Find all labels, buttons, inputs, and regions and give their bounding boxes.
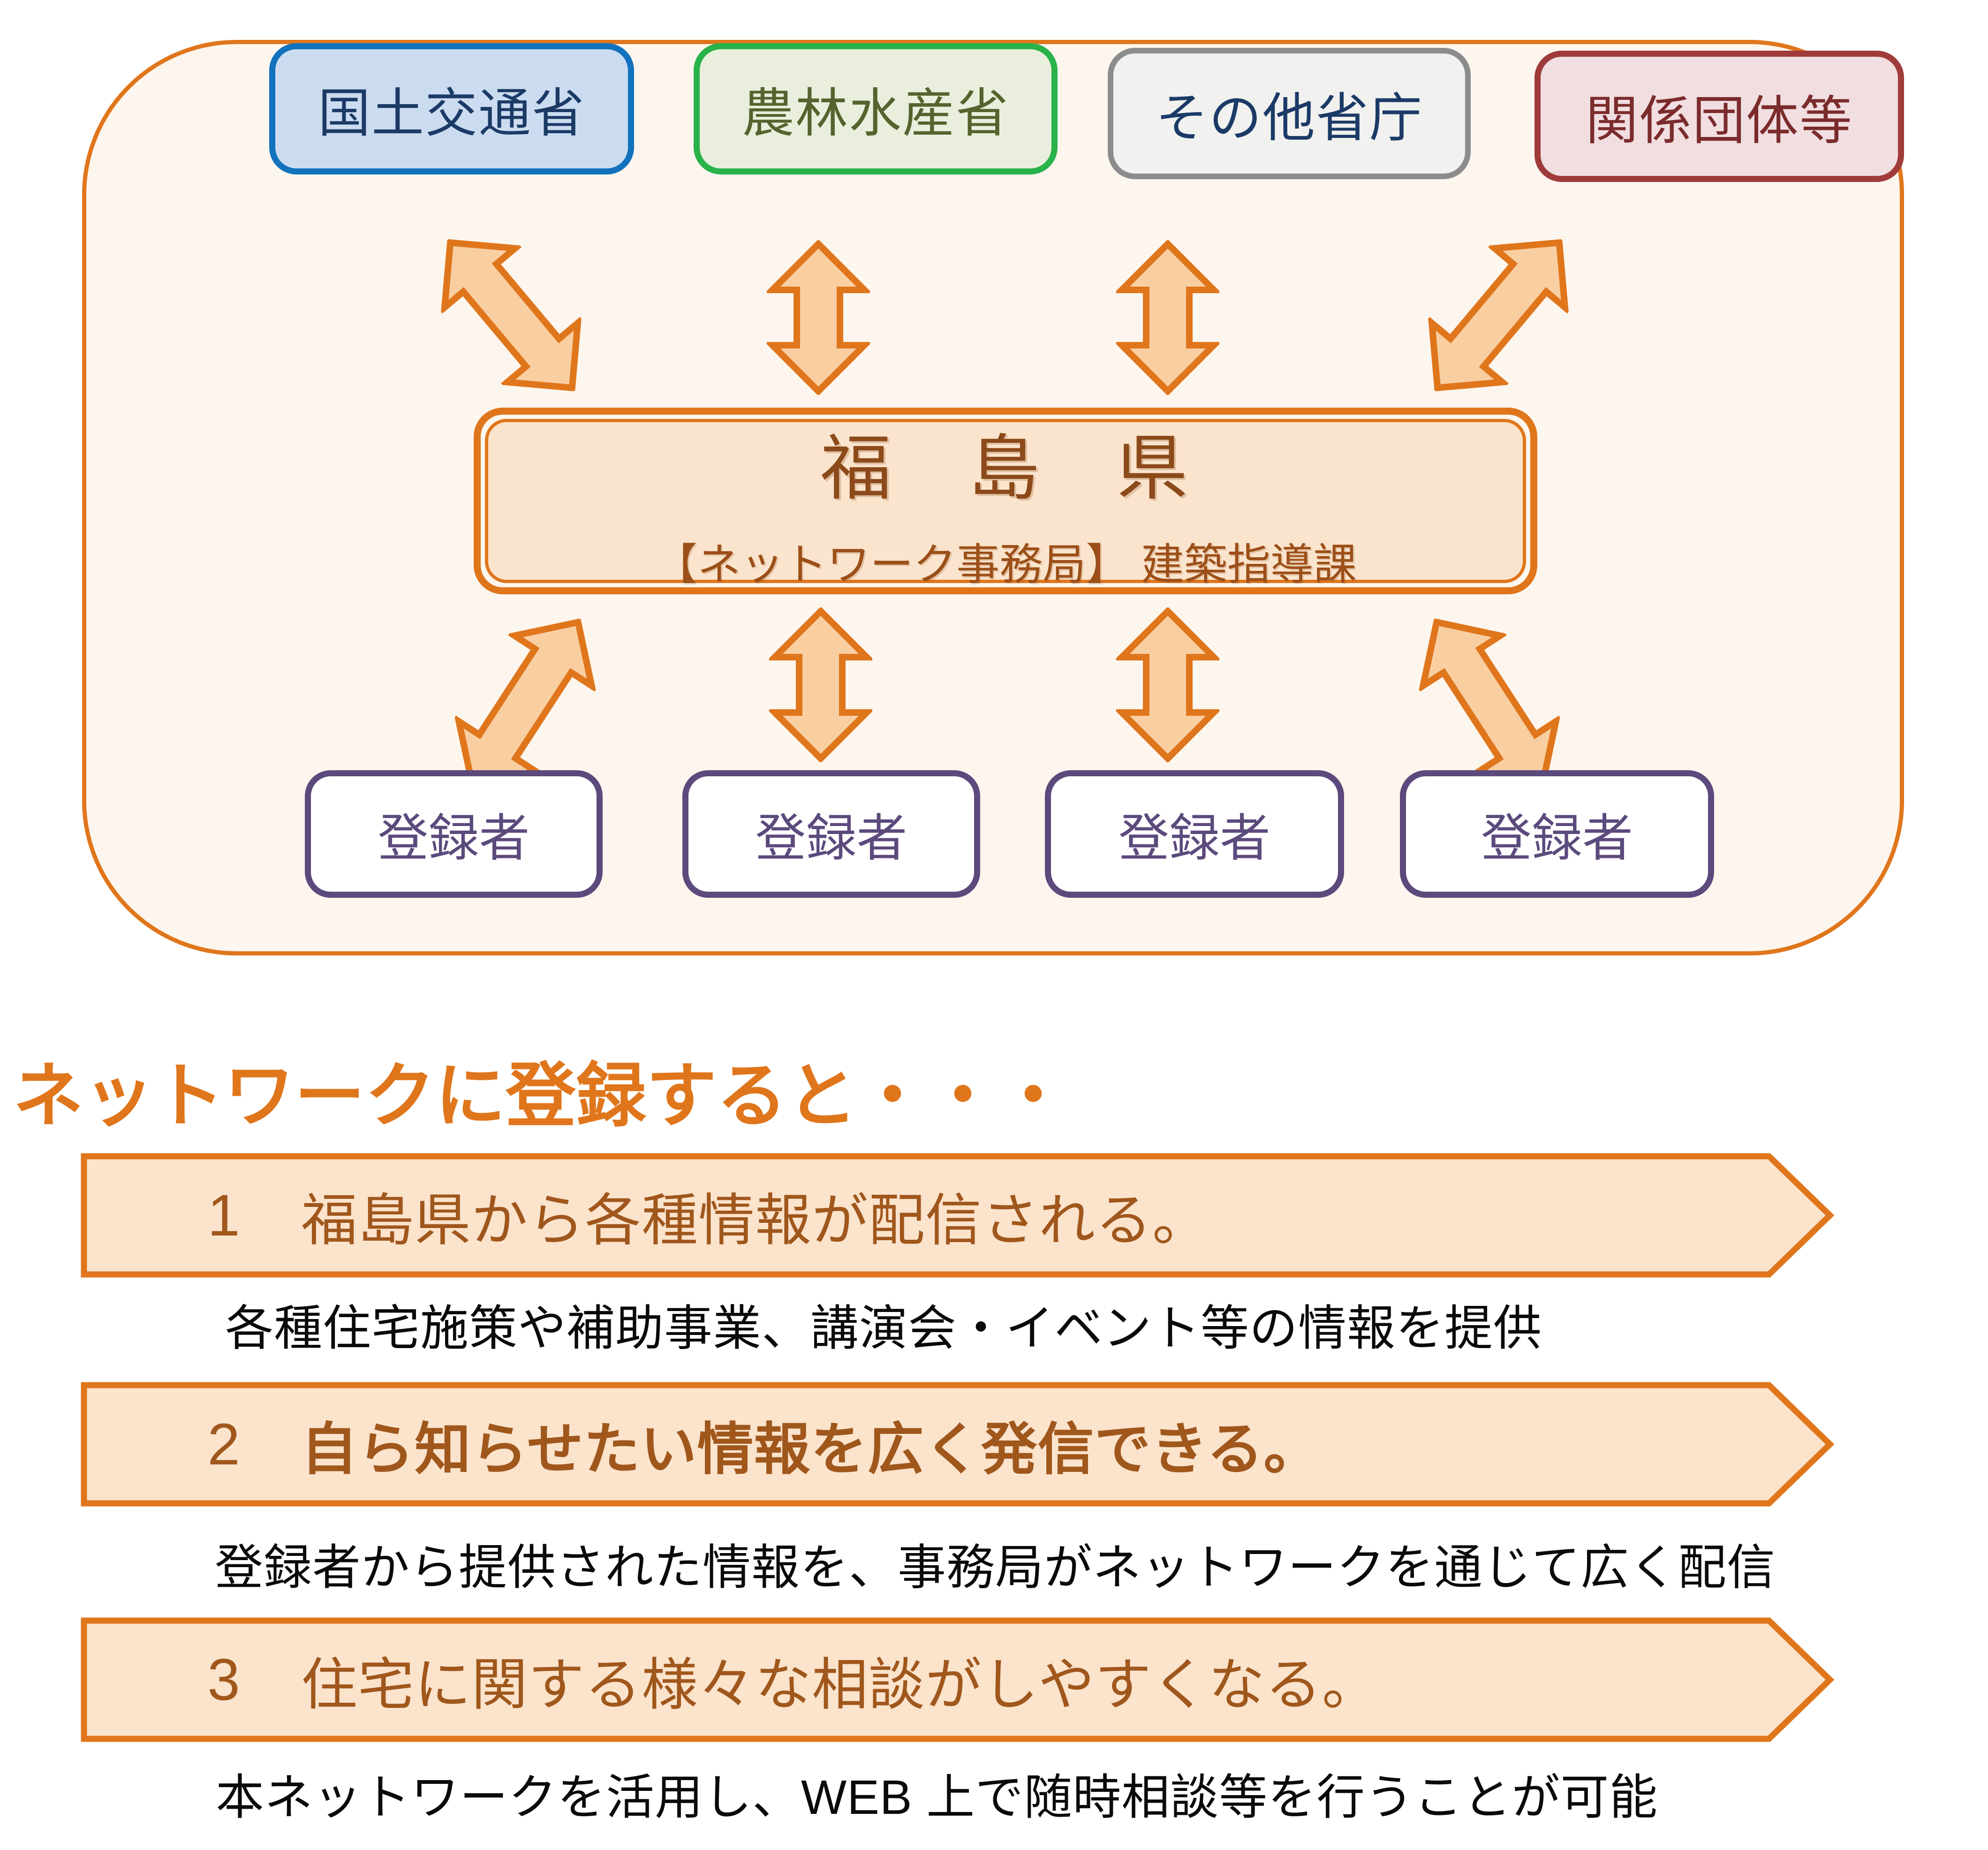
benefit-title: 住宅に関する様々な相談がしやすくなる。 (301, 1653, 1379, 1716)
registrant-box: 登録者 (305, 770, 603, 898)
fukushima-prefecture-box: 福 島 県 【ネットワーク事務局】 建築指導課 (474, 408, 1537, 594)
benefit-banner-1: 1 福島県から各種情報が配信される。 (81, 1153, 1835, 1278)
benefit-title: 自ら知らせたい情報を広く発信できる。 (301, 1418, 1321, 1481)
arrow-banner-shape (81, 1382, 1835, 1507)
section-heading: ネットワークに登録すると・・・ (13, 1056, 1069, 1135)
registrant-label: 登録者 (1481, 810, 1633, 866)
double-arrow-shape (1428, 239, 1569, 392)
fukushima-subtitle: 【ネットワーク事務局】 建築指導課 (654, 540, 1357, 589)
double-arrow-icon (1116, 240, 1219, 395)
double-arrow-shape (769, 607, 872, 762)
benefit-banner-1-row: 1 福島県から各種情報が配信される。 (81, 1153, 1769, 1278)
registrant-box: 登録者 (1400, 770, 1714, 898)
double-arrow-shape (1116, 607, 1219, 762)
double-arrow-shape (767, 240, 870, 395)
box-related-organizations: 関係団体等 (1534, 51, 1904, 182)
registrant-box: 登録者 (1045, 770, 1344, 898)
double-arrow-icon (769, 607, 872, 762)
double-arrow-icon (408, 206, 614, 424)
double-arrow-icon (767, 240, 870, 395)
benefit-banner-2: 2 自ら知らせたい情報を広く発信できる。 (81, 1382, 1835, 1507)
box-related-organizations-label: 関係団体等 (1586, 91, 1853, 150)
benefit-banner-2-row: 2 自ら知らせたい情報を広く発信できる。 (81, 1382, 1769, 1507)
arrow-banner-shape (81, 1617, 1835, 1742)
double-arrow-icon (1396, 206, 1602, 424)
benefit-number: 3 (207, 1647, 240, 1713)
benefit-description: 本ネットワークを活用し、WEB 上で随時相談等を行うことが可能 (216, 1770, 1658, 1824)
arrow-banner-shape (81, 1153, 1835, 1278)
benefit-banner-3: 3 住宅に関する様々な相談がしやすくなる。 (81, 1617, 1835, 1742)
fukushima-title: 福 島 県 (820, 428, 1191, 508)
registrant-label: 登録者 (1118, 810, 1270, 866)
benefit-title: 福島県から各種情報が配信される。 (301, 1189, 1209, 1252)
fukushima-prefecture-box-inner: 福 島 県 【ネットワーク事務局】 建築指導課 (485, 419, 1526, 589)
benefit-banner-3-row: 3 住宅に関する様々な相談がしやすくなる。 (81, 1617, 1769, 1742)
registrant-box: 登録者 (682, 770, 980, 898)
box-other-ministries: その他省庁 (1108, 48, 1471, 179)
box-mlit: 国土交通省 (269, 43, 634, 174)
double-arrow-icon (1116, 607, 1219, 762)
box-maff-label: 農林水産省 (742, 84, 1009, 143)
box-other-ministries-label: その他省庁 (1156, 89, 1423, 147)
benefit-description: 登録者から提供された情報を、事務局がネットワークを通じて広く配信 (215, 1540, 1776, 1594)
benefit-number: 2 (207, 1411, 240, 1477)
double-arrow-shape (440, 239, 582, 392)
registrant-label: 登録者 (755, 810, 907, 866)
benefit-number: 1 (207, 1183, 240, 1248)
box-maff: 農林水産省 (694, 43, 1058, 174)
registrant-label: 登録者 (378, 810, 530, 866)
box-mlit-label: 国土交通省 (318, 84, 585, 143)
benefit-description: 各種住宅施策や補助事業、講演会・イベント等の情報を提供 (225, 1301, 1542, 1355)
double-arrow-shape (1116, 240, 1219, 395)
